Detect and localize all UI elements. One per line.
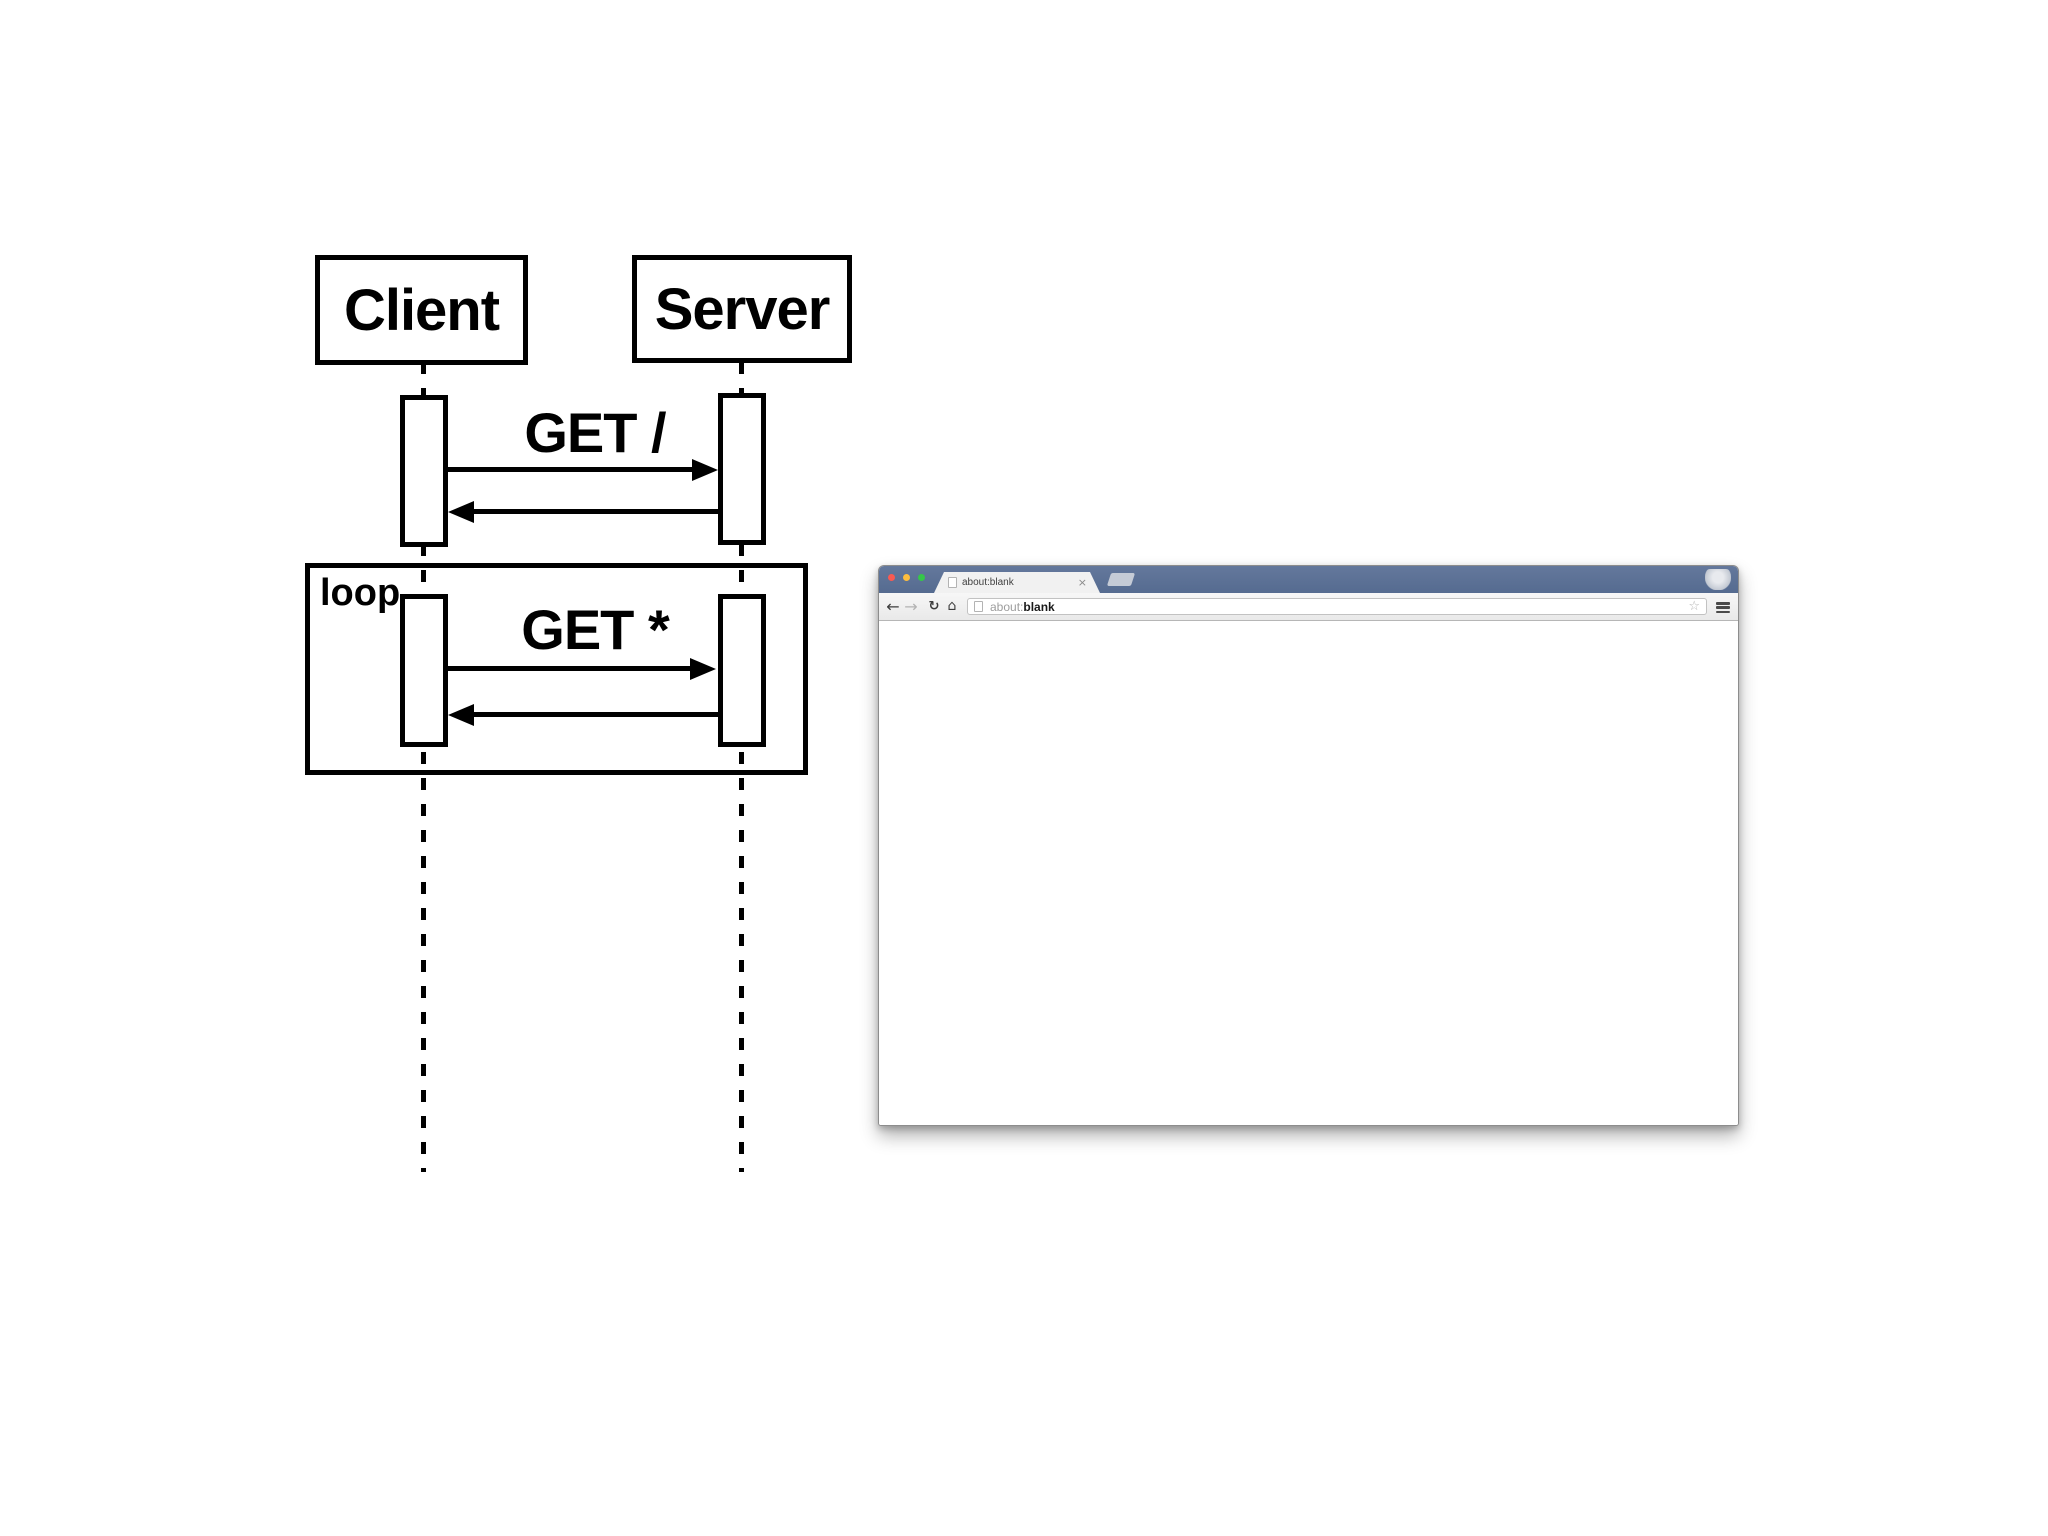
new-tab-button[interactable] (1106, 573, 1136, 586)
response-arrow-shaft (472, 509, 720, 514)
request-arrowhead-icon (692, 459, 718, 481)
browser-window: about:blank × ← → ↻ ⌂ about: blank ☆ (878, 565, 1739, 1126)
server-lifeline (739, 362, 744, 1172)
urlbar-page-icon (974, 601, 983, 612)
loop-response-arrow-shaft (472, 712, 720, 717)
message-label-get-star: GET * (521, 598, 669, 661)
loop-fragment: loop (305, 563, 808, 775)
bookmark-star-icon[interactable]: ☆ (1688, 599, 1700, 614)
tab-title: about:blank (962, 577, 1014, 588)
url-bar[interactable]: about: blank ☆ (967, 598, 1707, 615)
server-actor-box: Server (632, 255, 852, 363)
server-activation-bar-2 (718, 594, 766, 747)
client-actor-label: Client (343, 277, 500, 343)
reload-button[interactable]: ↻ (928, 599, 940, 614)
client-lifeline (421, 362, 426, 1172)
client-activation-bar-2 (400, 594, 448, 747)
loop-response-arrowhead-icon (448, 704, 474, 726)
loop-request-arrowhead-icon (690, 658, 716, 680)
back-button[interactable]: ← (886, 597, 900, 616)
browser-toolbar: ← → ↻ ⌂ about: blank ☆ (879, 593, 1738, 621)
server-actor-label: Server (654, 276, 831, 342)
client-activation-bar-1 (400, 395, 448, 547)
tab-close-icon[interactable]: × (1077, 576, 1087, 589)
tab-favicon-blank-page-icon (948, 577, 957, 588)
minimize-window-button[interactable] (903, 574, 910, 581)
url-scheme-text: about: (990, 599, 1024, 614)
browser-tab[interactable]: about:blank × (934, 572, 1100, 593)
tab-strip: about:blank × (879, 566, 1738, 593)
tab-strip-badge-icon[interactable] (1705, 569, 1731, 590)
url-page-text: blank (1023, 599, 1055, 614)
response-arrowhead-icon (448, 501, 474, 523)
zoom-window-button[interactable] (918, 574, 925, 581)
loop-fragment-label: loop (320, 572, 401, 614)
menu-button[interactable] (1716, 602, 1730, 613)
forward-button[interactable]: → (904, 597, 918, 616)
request-arrow-shaft (448, 467, 696, 472)
loop-request-arrow-shaft (448, 666, 692, 671)
message-label-get-root: GET / (524, 401, 666, 464)
home-button[interactable]: ⌂ (947, 598, 957, 614)
close-window-button[interactable] (888, 574, 895, 581)
client-actor-box: Client (315, 255, 528, 365)
server-activation-bar-1 (718, 393, 766, 545)
browser-viewport (879, 622, 1738, 1125)
